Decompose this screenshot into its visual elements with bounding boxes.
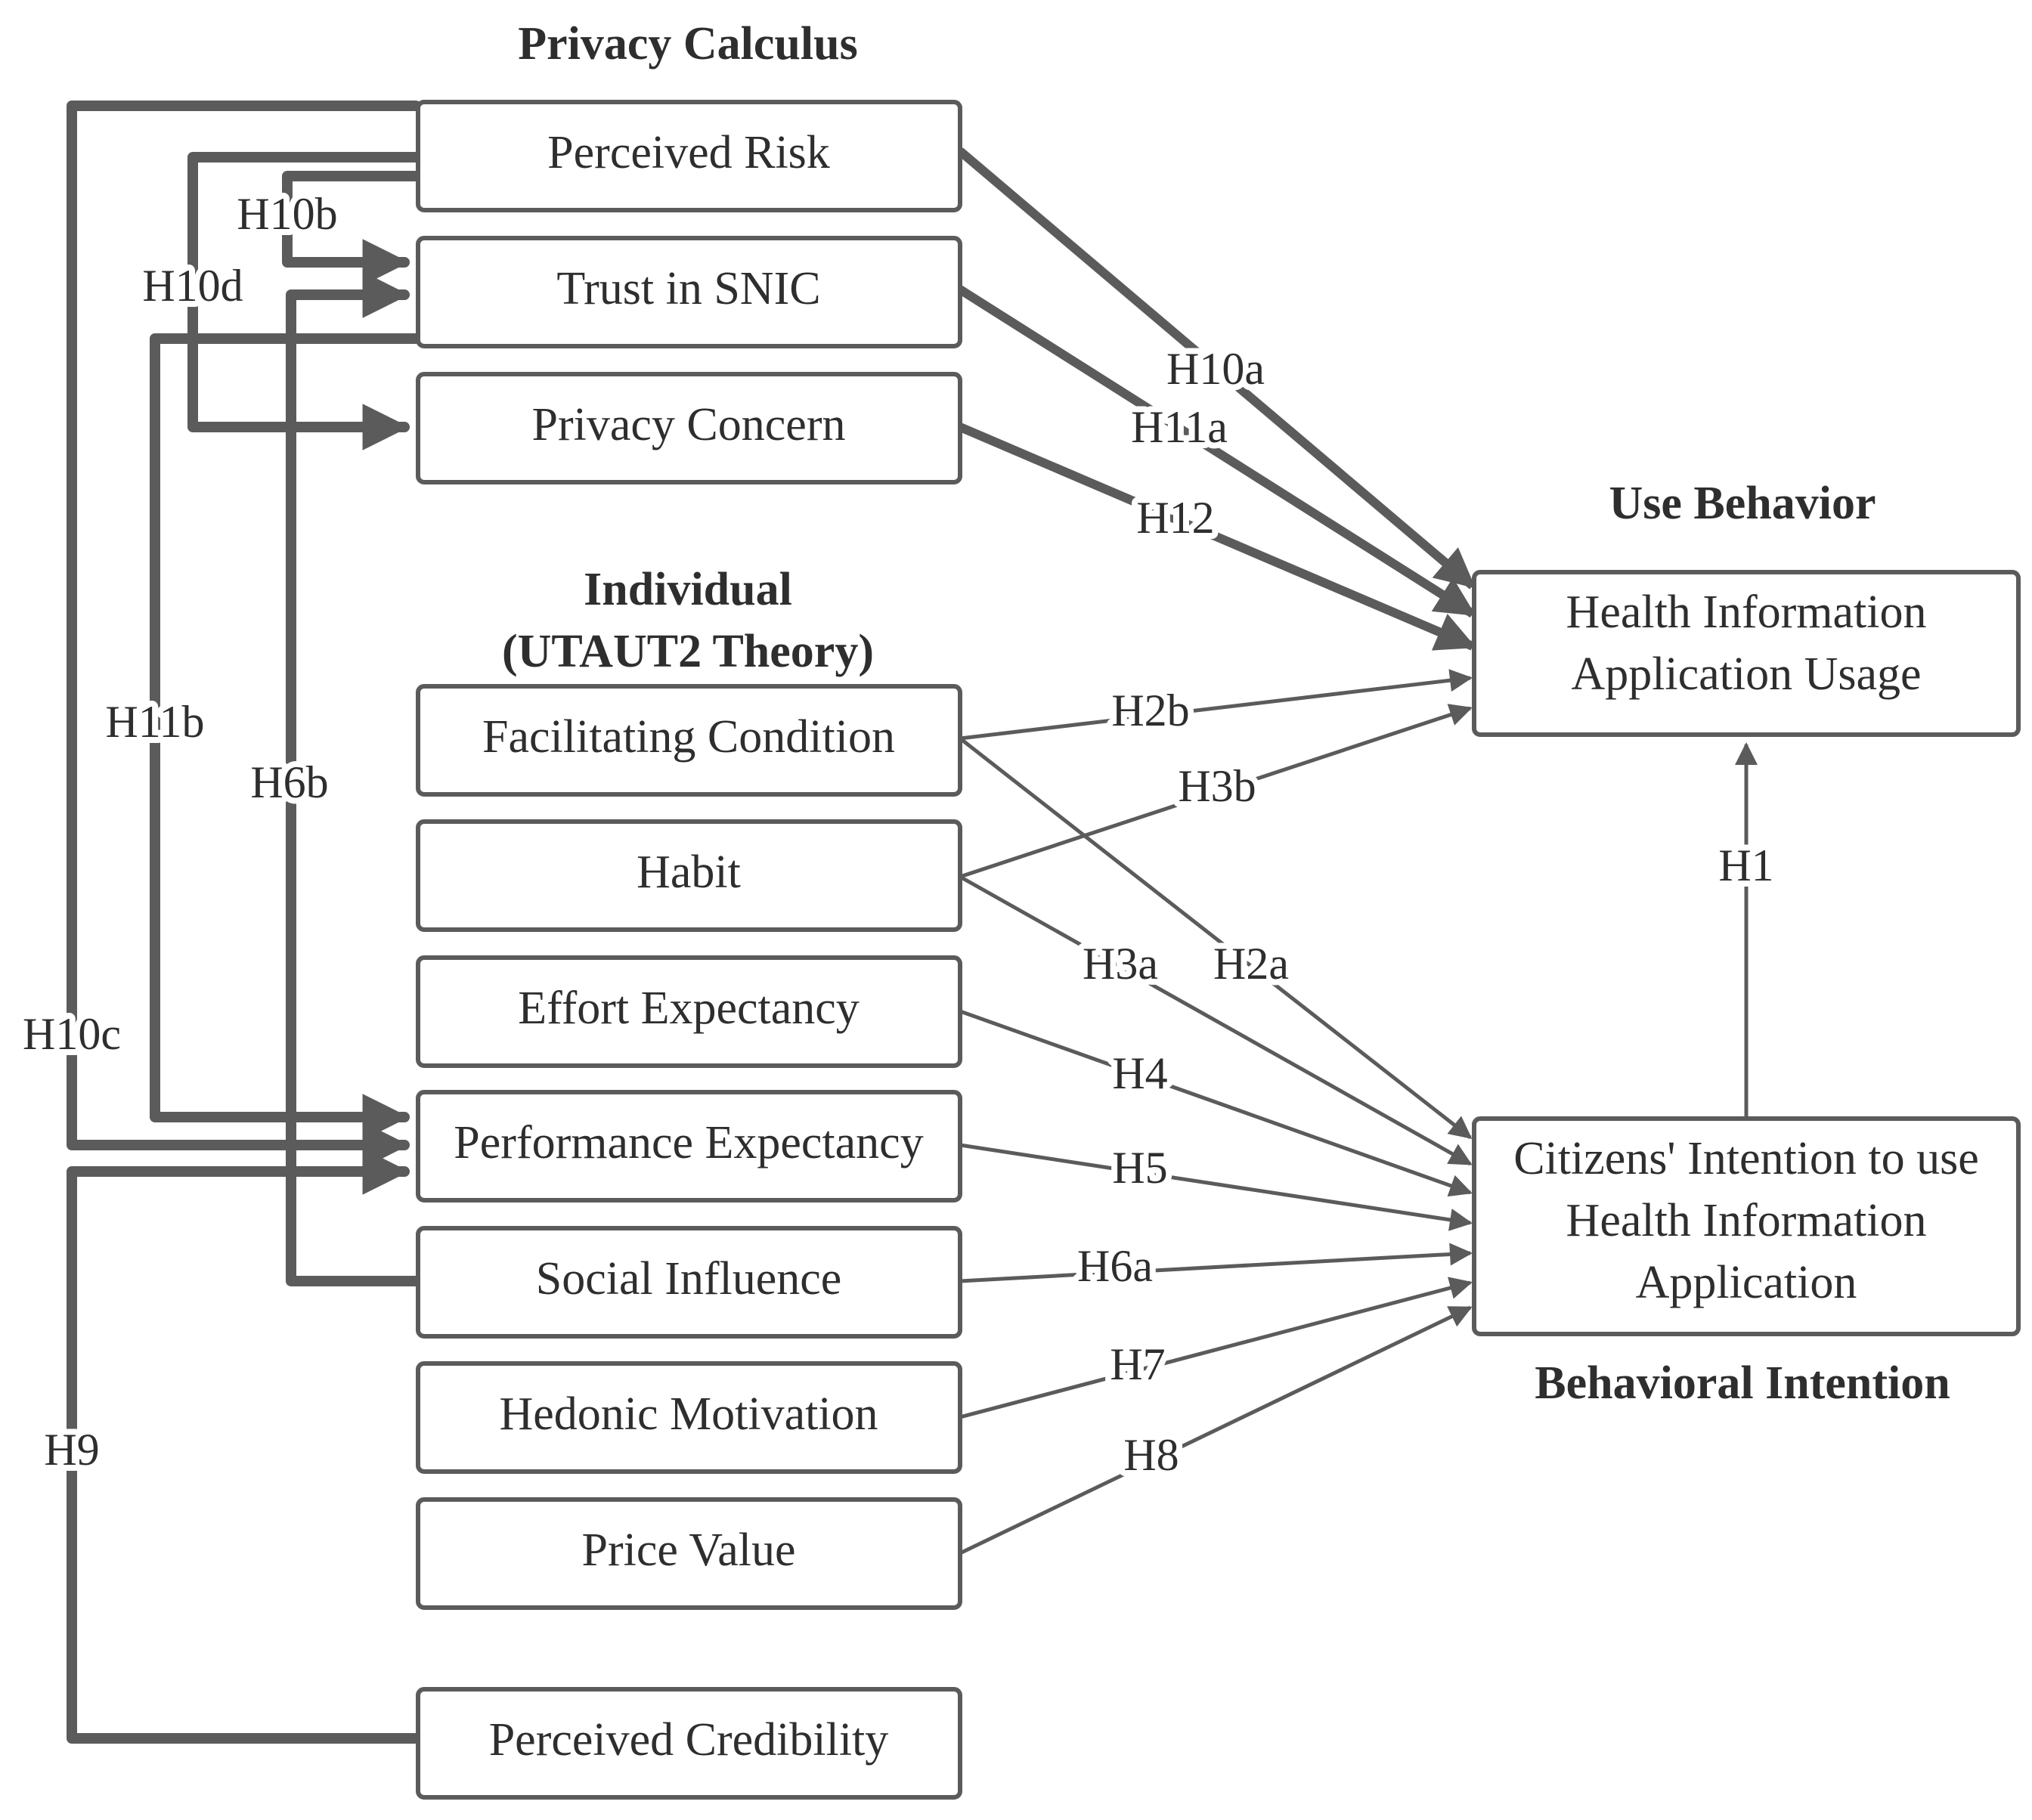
label-intention-line2: Health Information	[1566, 1195, 1927, 1246]
edge-h5	[959, 1143, 1473, 1231]
edge-label-h11a: H11a	[1131, 402, 1228, 452]
edge-h3b	[959, 704, 1473, 879]
node-performance-expectancy	[416, 1090, 962, 1202]
edge-h11a	[957, 285, 1476, 618]
edge-label-h6b: H6b	[250, 757, 328, 807]
label-hedonic-motivation: Hedonic Motivation	[499, 1388, 878, 1440]
node-trust-snic	[416, 236, 962, 348]
label-privacy-concern: Privacy Concern	[532, 399, 846, 450]
edge-h4	[959, 1009, 1473, 1197]
edge-h11b	[150, 333, 421, 1141]
node-health-app-usage	[1472, 570, 2021, 737]
edge-h10d	[187, 152, 421, 450]
edge-h8	[959, 1305, 1473, 1555]
edge-label-h12: H12	[1136, 493, 1214, 543]
edge-h9	[67, 1148, 421, 1744]
edge-h6a	[959, 1243, 1473, 1283]
label-effort-expectancy: Effort Expectancy	[518, 983, 860, 1034]
label-social-influence: Social Influence	[536, 1253, 842, 1305]
edge-label-h10c: H10c	[23, 1009, 121, 1059]
edge-h2a	[959, 737, 1473, 1139]
label-facilitating-condition: Facilitating Condition	[482, 711, 895, 763]
label-trust-snic: Trust in SNIC	[556, 263, 820, 314]
edge-label-h5: H5	[1112, 1143, 1167, 1193]
edge-label-h10d: H10d	[142, 261, 243, 311]
node-social-influence	[416, 1226, 962, 1339]
label-price-value: Price Value	[582, 1524, 796, 1576]
edge-label-h6a: H6a	[1077, 1241, 1153, 1291]
node-facilitating-condition	[416, 684, 962, 797]
edge-h10c	[67, 101, 421, 1168]
heading-utaut2-theory: (UTAUT2 Theory)	[502, 626, 874, 677]
heading-behavioral-intention: Behavioral Intention	[1535, 1357, 1950, 1409]
edge-label-h9: H9	[44, 1425, 99, 1475]
edge-h7	[959, 1277, 1473, 1419]
edge-h10b	[282, 171, 421, 286]
edge-h12	[958, 422, 1476, 651]
edge-label-h10a: H10a	[1166, 344, 1265, 394]
edge-label-h8: H8	[1123, 1430, 1179, 1480]
edge-label-h4: H4	[1112, 1048, 1167, 1098]
node-citizens-intention	[1472, 1116, 2021, 1336]
node-hedonic-motivation	[416, 1361, 962, 1474]
edge-label-h3a: H3a	[1083, 939, 1158, 989]
node-perceived-credibility	[416, 1687, 962, 1800]
label-perceived-risk: Perceived Risk	[547, 127, 830, 178]
label-usage-line2: Application Usage	[1571, 648, 1921, 700]
edge-h2b	[959, 669, 1473, 741]
edge-h6b	[286, 271, 421, 1286]
node-habit	[416, 819, 962, 932]
edge-label-h7: H7	[1110, 1339, 1165, 1389]
node-effort-expectancy	[416, 955, 962, 1068]
node-perceived-risk	[416, 100, 962, 212]
node-price-value	[416, 1497, 962, 1610]
label-performance-expectancy: Performance Expectancy	[454, 1117, 923, 1168]
edge-label-h2b: H2b	[1111, 686, 1189, 735]
edge-label-h11b: H11b	[105, 697, 204, 747]
edge-label-h10b: H10b	[237, 189, 337, 239]
label-perceived-credibility: Perceived Credibility	[489, 1714, 889, 1766]
edge-label-h2a: H2a	[1213, 939, 1289, 989]
edge-label-h3b: H3b	[1178, 761, 1256, 811]
label-habit: Habit	[637, 847, 741, 898]
heading-individual: Individual	[584, 564, 792, 615]
edge-h3a	[959, 874, 1473, 1166]
heading-privacy-calculus: Privacy Calculus	[518, 18, 857, 70]
edge-label-h1: H1	[1718, 840, 1773, 890]
edge-h10a	[957, 147, 1476, 590]
heading-use-behavior: Use Behavior	[1609, 478, 1876, 529]
label-intention-line3: Application	[1636, 1257, 1857, 1308]
node-privacy-concern	[416, 372, 962, 484]
label-usage-line1: Health Information	[1566, 587, 1927, 638]
label-intention-line1: Citizens' Intention to use	[1513, 1133, 1979, 1184]
